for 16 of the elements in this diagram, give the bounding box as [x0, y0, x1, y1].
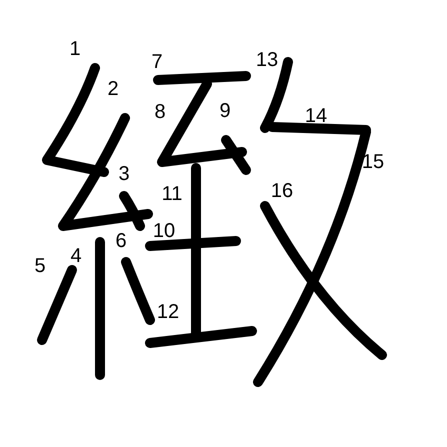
stroke-number: 8 [154, 101, 166, 123]
stroke-number: 3 [118, 163, 130, 185]
stroke-number: 16 [270, 180, 294, 202]
stroke-number: 7 [151, 51, 163, 73]
stroke-number: 12 [156, 301, 180, 323]
stroke-number: 10 [152, 220, 176, 242]
stroke-number: 6 [115, 230, 127, 252]
stroke-number: 5 [34, 255, 46, 277]
stroke-number: 2 [107, 78, 119, 100]
stroke-number: 15 [362, 151, 384, 173]
stroke-number: 14 [304, 105, 328, 127]
stroke-number: 9 [219, 100, 231, 122]
stroke-number: 1 [69, 38, 81, 60]
stroke-number: 4 [70, 245, 82, 267]
stroke-number: 11 [162, 183, 182, 205]
stroke-number: 13 [256, 49, 278, 71]
